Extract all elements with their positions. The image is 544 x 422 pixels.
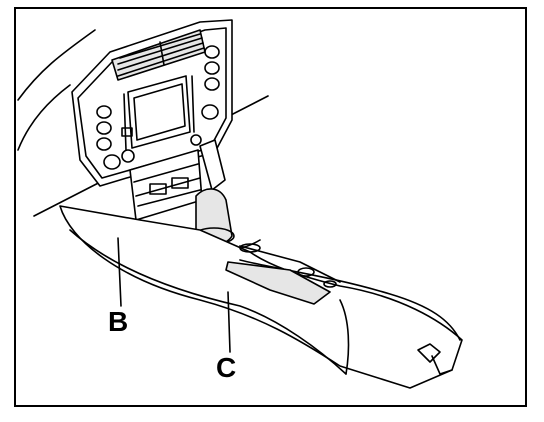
- leader-lines: [117, 237, 231, 353]
- right-switches: [201, 45, 220, 120]
- storage-tray: [225, 243, 341, 305]
- callout-b: B: [108, 306, 129, 337]
- radio-display: [121, 75, 202, 163]
- climate-panel: [129, 149, 203, 221]
- left-switches: [96, 105, 121, 170]
- callout-c: C: [216, 352, 237, 383]
